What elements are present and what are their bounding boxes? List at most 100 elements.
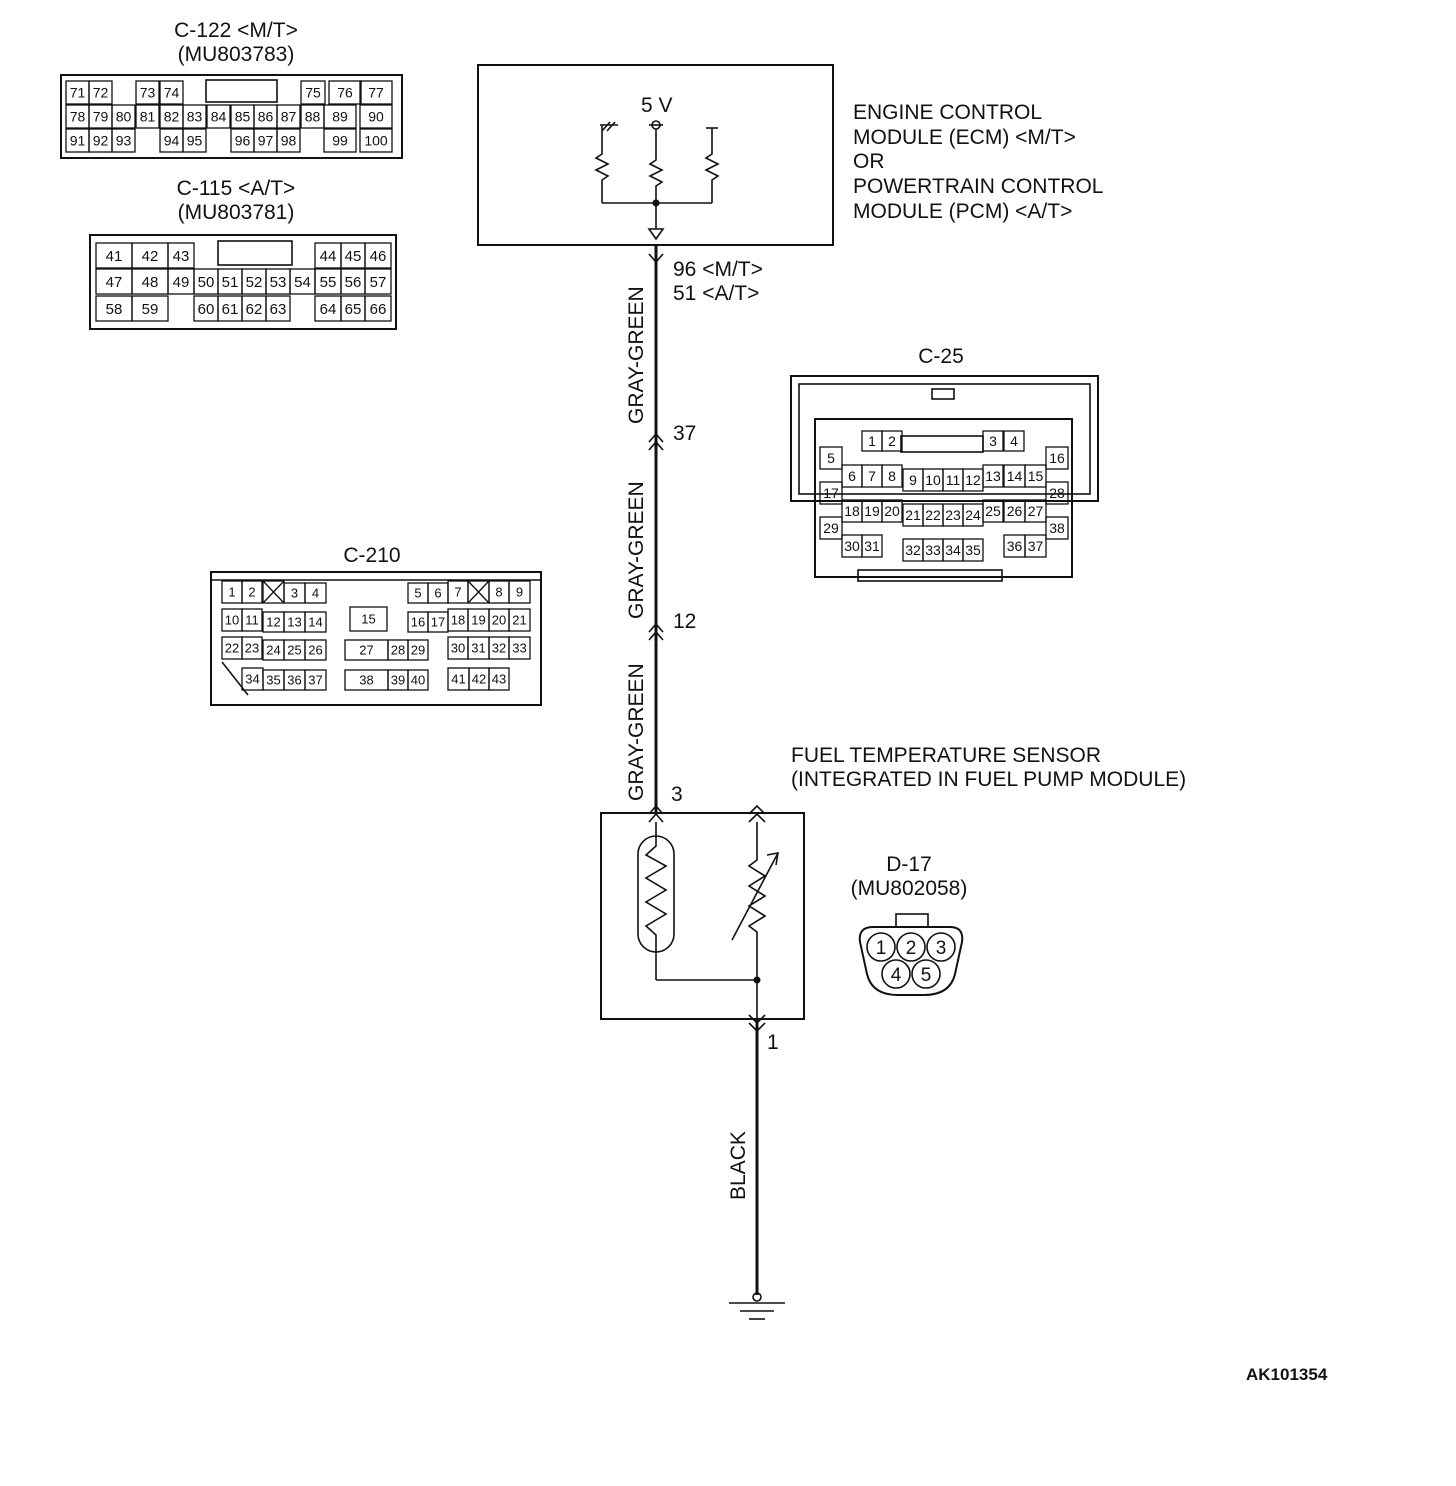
c25-name: C-25: [918, 345, 964, 368]
c122-pin-label: 93: [116, 133, 132, 149]
c25-pin-label: 30: [844, 538, 860, 554]
connector-arrow-icon: [648, 804, 664, 815]
c115-pin-label: 48: [142, 274, 159, 291]
c210-pin-label: 5: [414, 586, 421, 601]
d17-pin-cell: [911, 959, 941, 989]
c122-pin-cell: [135, 104, 160, 129]
pullup-resistor-icon: [648, 129, 664, 203]
ecm-voltage-label: 5 V: [641, 94, 673, 117]
d17-pin-label: 3: [936, 938, 947, 959]
c115-pin-label: 52: [246, 274, 263, 291]
connector-arrow-icon: [648, 622, 664, 633]
c122-pin-label: 90: [368, 109, 384, 125]
c25-pin-label: 1: [868, 433, 876, 449]
ecm-label-line3: OR: [853, 150, 885, 173]
c25-pin-cell: [982, 430, 1004, 452]
c25-lock-tab: [900, 435, 984, 453]
c115-pin-label: 61: [222, 301, 239, 318]
c122-pin-cell: [111, 128, 136, 153]
sensor-label-line2: (INTEGRATED IN FUEL PUMP MODULE): [791, 768, 1186, 791]
c25-outer-housing: [790, 375, 1099, 502]
terminal-arrow-icon: [648, 253, 664, 264]
c122-pin-cell: [88, 80, 113, 105]
c122-pin-label: 89: [332, 109, 348, 125]
c115-pin-label: 63: [270, 301, 287, 318]
d17-housing: [858, 926, 964, 996]
sensor-box: [600, 812, 805, 1020]
c115-pin-label: 53: [270, 274, 287, 291]
c122-pin-label: 72: [93, 85, 109, 101]
d17-pin-label: 2: [906, 938, 917, 959]
c115-pin-cell: [167, 242, 195, 269]
c210-name: C-210: [343, 544, 400, 567]
c122-pin-label: 80: [116, 109, 132, 125]
c122-pin-label: 82: [164, 109, 180, 125]
c210-pin-label: 31: [471, 641, 485, 656]
c25-pin-label: 14: [1007, 468, 1023, 484]
junction-37-label: 37: [673, 422, 696, 445]
d17-pin-cell: [881, 959, 911, 989]
c122-pin-label: 88: [305, 109, 321, 125]
d17-pin-label: 5: [921, 965, 932, 986]
c210-pin-label: 43: [492, 672, 506, 687]
c25-pin-label: 23: [945, 507, 961, 523]
c25-pin-label: 21: [905, 507, 921, 523]
c25-pin-label: 2: [888, 433, 896, 449]
c115-pin-cell: [131, 295, 169, 322]
c115-name: C-115 <A/T>: [177, 177, 296, 200]
c210-pin-label: 34: [245, 672, 259, 687]
c210-pin-label: 10: [225, 613, 239, 628]
d17-part-number: (MU802058): [851, 877, 968, 900]
connector-arrow-icon: [748, 804, 766, 815]
c210-pin-cell: [241, 580, 263, 604]
c115-part-number: (MU803781): [178, 201, 295, 224]
signal-input-icon: [647, 228, 665, 241]
d17-pin-cell: [926, 932, 956, 962]
c25-pin-cell: [1024, 464, 1047, 488]
c115-pin-label: 44: [320, 248, 337, 265]
blank-pin-icon: [262, 580, 285, 604]
c115-pin-label: 41: [106, 248, 123, 265]
wire-color-label: GRAY-GREEN: [625, 663, 648, 801]
c115-pin-label: 46: [370, 248, 387, 265]
c115-pin-label: 58: [106, 301, 123, 318]
ecm-label-line1: ENGINE CONTROL: [853, 101, 1042, 124]
c210-pin-cell: [304, 669, 327, 691]
c210-pin-cell: [304, 639, 327, 661]
c115-pin-label: 64: [320, 301, 337, 318]
c25-pin-label: 8: [888, 468, 896, 484]
c210-pin-label: 8: [495, 585, 502, 600]
c210-pin-label: 12: [266, 615, 280, 630]
c115-pin-label: 55: [320, 274, 337, 291]
c25-pin-label: 15: [1028, 468, 1044, 484]
c210-pin-label: 32: [492, 641, 506, 656]
c122-pin-cell: [111, 104, 136, 129]
c115-pin-label: 65: [345, 301, 362, 318]
ecm-module: 5 V ENGINE CONTROL MODULE (ECM) <M/T> OR…: [477, 64, 1103, 246]
c210-pin-label: 11: [245, 613, 259, 628]
c210-pin-label: 4: [312, 586, 319, 601]
c122-pin-label: 87: [281, 109, 297, 125]
c115-pin-label: 59: [142, 301, 159, 318]
c25-pin-label: 26: [1007, 503, 1023, 519]
c122-pin-label: 97: [258, 133, 274, 149]
c210-pin-label: 2: [248, 585, 255, 600]
c25-pin-label: 16: [1049, 450, 1065, 466]
c25-pin-cell: [982, 499, 1004, 523]
c122-pin-label: 77: [368, 85, 384, 101]
ecm-terminal-at: 51 <A/T>: [673, 282, 759, 305]
c210-pin-label: 39: [391, 673, 405, 688]
c210-pin-label: 21: [512, 613, 526, 628]
c210-pin-cell: [349, 606, 388, 632]
c25-pin-label: 19: [864, 503, 880, 519]
c122-pin-cell: [300, 80, 326, 105]
wire-color-label: GRAY-GREEN: [625, 481, 648, 619]
c122-lock-tab: [205, 79, 278, 103]
c25-pin-label: 4: [1010, 433, 1018, 449]
c25-pin-cell: [962, 538, 984, 562]
c25-pin-label: 37: [1028, 538, 1044, 554]
c210-pin-label: 36: [287, 673, 301, 688]
c122-pin-label: 94: [164, 133, 180, 149]
wire-color-label: BLACK: [727, 1131, 750, 1200]
